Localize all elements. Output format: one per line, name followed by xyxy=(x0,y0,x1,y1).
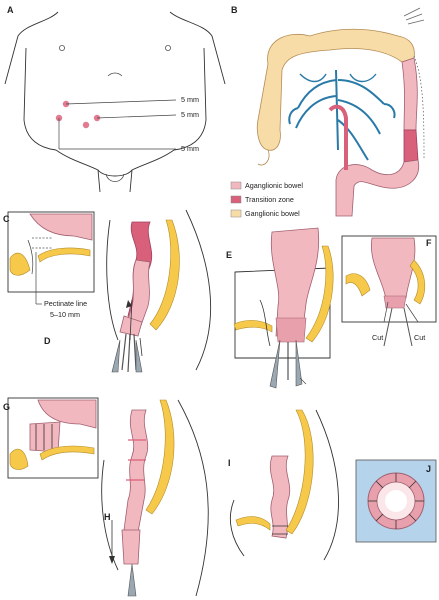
panel-f-inset: F Cut Cut xyxy=(341,235,437,347)
panel-label-f: F xyxy=(426,238,432,248)
panel-label-j: J xyxy=(426,464,431,474)
panel-c-inset: C Pectinate line 5–10 mm xyxy=(3,211,95,319)
cut-label-1: Cut xyxy=(372,333,383,342)
legend-swatch-transition xyxy=(230,195,242,204)
panel-a-abdomen: A 5 mm 5 mm 5 mm xyxy=(4,5,226,193)
legend-swatch-aganglionic xyxy=(230,181,242,190)
port-label-2: 5 mm xyxy=(181,110,199,119)
panel-label-b: B xyxy=(231,5,238,15)
cut-label-2: Cut xyxy=(414,333,425,342)
panel-label-h: H xyxy=(104,512,111,522)
legend-label-ganglionic: Ganglionic bowel xyxy=(245,209,300,218)
panel-label-e: E xyxy=(226,250,232,260)
panel-d-pull-through: D xyxy=(44,209,211,373)
panel-label-i: I xyxy=(228,458,231,468)
port-label-1: 5 mm xyxy=(181,95,199,104)
legend-label-transition: Transition zone xyxy=(245,195,294,204)
port-site-4 xyxy=(82,121,90,129)
panel-label-a: A xyxy=(7,5,14,15)
panel-g-inset: G xyxy=(3,397,99,479)
distance-label: 5–10 mm xyxy=(50,310,80,319)
pectinate-line-label: Pectinate line xyxy=(44,299,87,308)
legend-swatch-ganglionic xyxy=(230,209,242,218)
legend-label-aganglionic: Aganglionic bowel xyxy=(245,181,303,190)
panel-b-colon: B Aganglionic bowel Transition zone Gang… xyxy=(230,5,425,218)
panel-label-c: C xyxy=(3,214,10,224)
panel-e-dissection: E xyxy=(226,227,334,389)
panel-i-final: I xyxy=(228,409,339,561)
panel-j-circle: J xyxy=(355,459,437,543)
panel-label-d: D xyxy=(44,336,51,346)
port-label-3: 5 mm xyxy=(181,144,199,153)
panel-h-anastomosis: H xyxy=(101,399,209,597)
legend: Aganglionic bowel Transition zone Gangli… xyxy=(230,181,303,218)
panel-label-g: G xyxy=(3,402,10,412)
